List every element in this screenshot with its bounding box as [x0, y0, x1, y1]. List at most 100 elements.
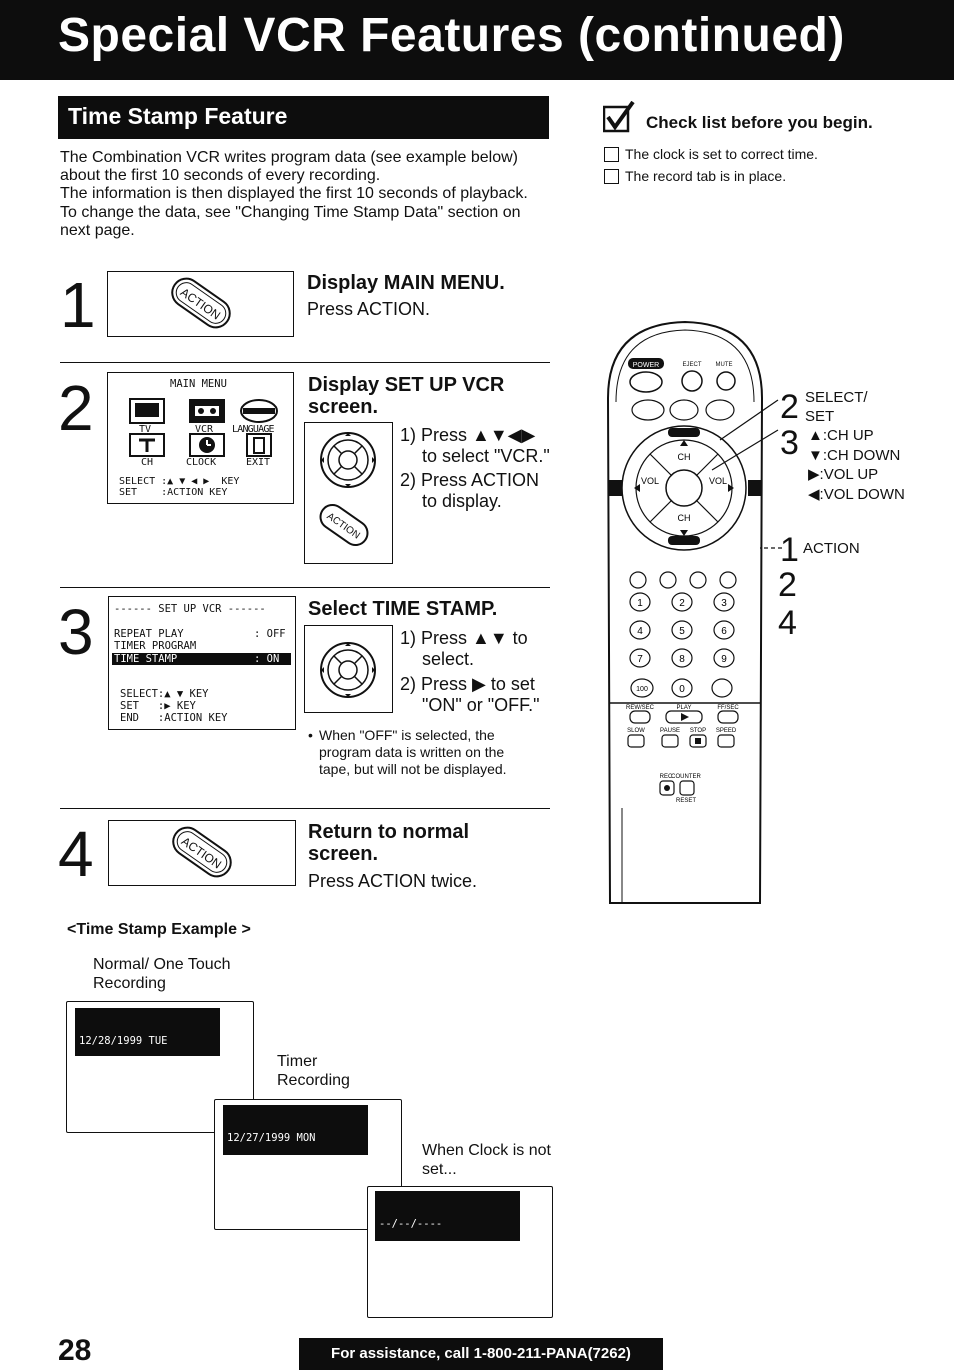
- remote-key: 9: [721, 654, 727, 665]
- step-1-text: Press ACTION.: [307, 299, 431, 319]
- osd-line: CH 08 ABC: [79, 1108, 136, 1121]
- bullet: •: [308, 727, 313, 743]
- callout-label: SET: [805, 408, 835, 425]
- menu-select-hint: SELECT :▲ ▼ ◀ ▶ KEY: [119, 476, 240, 487]
- checkmark-icon: [603, 101, 635, 133]
- action-button-icon: ACTION: [319, 503, 369, 547]
- divider: [60, 808, 550, 809]
- step-3-line: "ON" or "OFF.": [422, 695, 540, 715]
- remote-mute-label: MUTE: [716, 362, 733, 368]
- remote-transport-label: PLAY: [677, 705, 692, 711]
- step-3-title: Select TIME STAMP.: [308, 598, 498, 620]
- page-title: Special VCR Features (continued): [58, 9, 845, 62]
- remote-key: 5: [679, 626, 685, 637]
- setup-end-hint: END :ACTION KEY: [120, 712, 228, 724]
- step-2-title: Display SET UP VCR screen.: [308, 374, 505, 418]
- checkbox[interactable]: [604, 169, 619, 184]
- setup-row-value: : ON: [254, 653, 280, 665]
- menu-set-hint: SET :ACTION KEY: [119, 487, 228, 498]
- menu-icon-label: TV: [139, 424, 152, 435]
- osd-line: MEMORIAL MOVIE: [227, 1242, 316, 1255]
- callout-label: ▶:VOL UP: [808, 466, 879, 483]
- remote-vol-label: VOL: [641, 476, 659, 486]
- page-number: 28: [58, 1334, 92, 1367]
- setup-row-value: : OFF: [254, 628, 286, 640]
- remote-key: 4: [637, 626, 643, 637]
- callout-label: ▼:CH DOWN: [808, 447, 901, 464]
- remote-key: 1: [637, 598, 643, 609]
- setup-row-label: REPEAT PLAY: [114, 628, 184, 640]
- remote-eject-label: EJECT: [682, 362, 701, 368]
- vcr-icon: [189, 399, 225, 423]
- step-2-line: to select "VCR.": [422, 446, 550, 466]
- remote-key: 6: [721, 626, 727, 637]
- callout-number: 3: [780, 424, 799, 462]
- osd-line: 12:00PM: [79, 1072, 124, 1085]
- remote-key: 8: [679, 654, 685, 665]
- checklist-item-label: The clock is set to correct time.: [625, 146, 818, 162]
- example-title: <Time Stamp Example >: [67, 921, 251, 938]
- step-2-line: 1) Press ▲▼◀▶: [400, 425, 536, 445]
- remote-transport-label: SLOW: [627, 728, 645, 734]
- header-banner: [0, 0, 954, 80]
- step-number: 2: [58, 372, 94, 444]
- step-number: 1: [60, 269, 96, 341]
- step-3-line: select.: [422, 649, 475, 669]
- menu-icon-label: CH: [141, 457, 154, 468]
- setup-row-highlight: [112, 653, 291, 665]
- remote-ch-label: CH: [678, 513, 691, 523]
- setup-menu-title: ------ SET UP VCR ------: [114, 603, 266, 615]
- callout-number: 1: [780, 531, 799, 569]
- example-label: When Clock is not set...: [422, 1142, 551, 1178]
- checkbox[interactable]: [604, 147, 619, 162]
- divider: [60, 587, 550, 588]
- menu-icon-label: EXIT: [246, 457, 271, 468]
- action-button-icon: ACTION: [171, 277, 231, 329]
- menu-icon-label: VCR: [195, 424, 214, 435]
- step-2-line: 2) Press ACTION: [400, 470, 540, 490]
- remote-counter-label: COUNTER: [671, 774, 701, 780]
- example-label: Normal/ One Touch Recording: [93, 956, 231, 992]
- section-title: Time Stamp Feature: [68, 103, 288, 129]
- callout-number: 2: [778, 566, 797, 604]
- osd-line: --/--/----: [379, 1218, 443, 1231]
- tv-icon: [129, 398, 165, 424]
- osd-line: 12:00PM - 1:00PM: [227, 1169, 335, 1182]
- step-3-line: 2) Press ▶ to set: [400, 674, 535, 694]
- step-3-line: 1) Press ▲▼ to: [400, 628, 528, 648]
- action-button-icon: ACTION: [172, 826, 232, 878]
- exit-icon: [246, 433, 272, 457]
- setup-set-hint: SET :▶ KEY: [120, 700, 196, 712]
- intro-paragraph: The Combination VCR writes program data …: [60, 149, 518, 185]
- remote-counter-label: REC: [660, 774, 673, 780]
- checklist-item: The record tab is in place.: [604, 168, 786, 184]
- callout-lines: [711, 399, 782, 549]
- remote-ch-label: CH: [678, 452, 691, 462]
- step-3-note: When "OFF" is selected, the program data…: [319, 727, 507, 777]
- menu-icon-label: CLOCK: [186, 457, 217, 468]
- remote-key: 100: [636, 686, 648, 693]
- callout-label: ◀:VOL DOWN: [808, 486, 905, 503]
- callout-label: ▲:CH UP: [808, 427, 874, 444]
- remote-key: 7: [637, 654, 643, 665]
- checklist-item-label: The record tab is in place.: [625, 168, 787, 184]
- intro-paragraph: The information is then displayed the fi…: [60, 185, 528, 239]
- remote-key: 3: [721, 598, 727, 609]
- menu-icon-label: LANGUAGE: [232, 424, 275, 435]
- callout-label: ACTION: [803, 540, 860, 557]
- step-2-line: to display.: [422, 491, 502, 511]
- example-osd: --/--/---- --:-- CH 08 ABC: [375, 1191, 520, 1304]
- direction-pad-icon: [320, 642, 376, 698]
- checklist-title: Check list before you begin.: [646, 113, 873, 132]
- intro-text: The Combination VCR writes program data …: [60, 149, 530, 240]
- osd-line: 12/28/1999 TUE: [79, 1035, 168, 1048]
- step-1-title: Display MAIN MENU.: [307, 272, 505, 294]
- step-4-text: Press ACTION twice.: [308, 871, 478, 891]
- remote-transport-label: STOP: [690, 728, 706, 734]
- callout-number: 4: [778, 604, 797, 642]
- osd-line: CH 08 ABC MOVIE: [227, 1205, 329, 1218]
- remote-transport-label: REW/SEC: [626, 705, 655, 711]
- remote-counter-label: RESET: [676, 798, 696, 804]
- remote-transport-label: PAUSE: [660, 728, 680, 734]
- remote-control: POWER EJECT MUTE CH CH VOL VOL 1 2 3 4 5…: [606, 320, 764, 904]
